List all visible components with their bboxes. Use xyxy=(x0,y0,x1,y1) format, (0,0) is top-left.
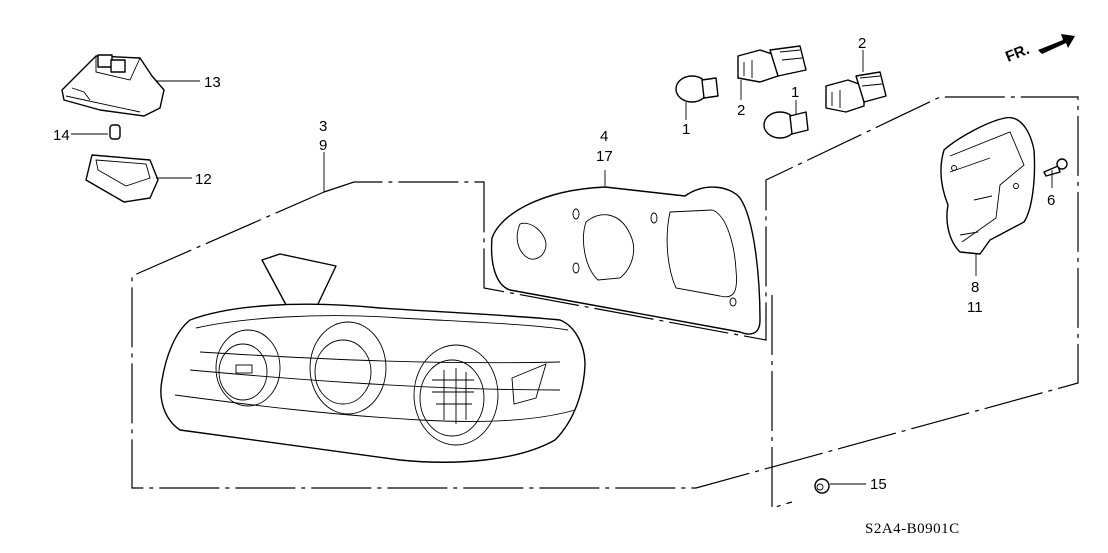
callout-8: 8 xyxy=(971,279,979,296)
callout-4: 4 xyxy=(600,128,608,145)
front-label: FR. xyxy=(1003,41,1032,66)
nut xyxy=(814,478,866,494)
diagram-code: S2A4-B0901C xyxy=(865,521,960,537)
bulb-left xyxy=(675,75,719,120)
screw xyxy=(1043,158,1068,188)
license-light-lens xyxy=(85,154,192,203)
callout-2a: 2 xyxy=(737,102,745,119)
callout-9: 9 xyxy=(319,137,327,154)
callout-12: 12 xyxy=(195,171,212,188)
callout-6: 6 xyxy=(1047,192,1055,209)
bulb-right xyxy=(763,100,809,139)
front-direction-indicator: FR. xyxy=(1003,34,1075,66)
license-light-housing xyxy=(61,54,200,117)
front-arrow-icon xyxy=(1038,34,1075,54)
callout-1a: 1 xyxy=(682,121,690,138)
bulb-socket-left xyxy=(737,45,807,100)
callout-13: 13 xyxy=(204,74,221,91)
callout-11: 11 xyxy=(967,299,983,316)
callout-15: 15 xyxy=(870,476,887,493)
callout-14: 14 xyxy=(53,127,70,144)
callout-1b: 1 xyxy=(791,84,799,101)
callout-2b: 2 xyxy=(858,35,866,52)
gasket xyxy=(490,170,761,335)
bulb-socket-right xyxy=(825,50,887,113)
socket-cover xyxy=(940,116,1036,276)
tail-light-assembly xyxy=(160,152,586,463)
callout-3: 3 xyxy=(319,118,327,135)
callout-17: 17 xyxy=(596,148,613,165)
license-light-bulb xyxy=(71,124,121,140)
assembly-outline-main xyxy=(131,96,1079,509)
